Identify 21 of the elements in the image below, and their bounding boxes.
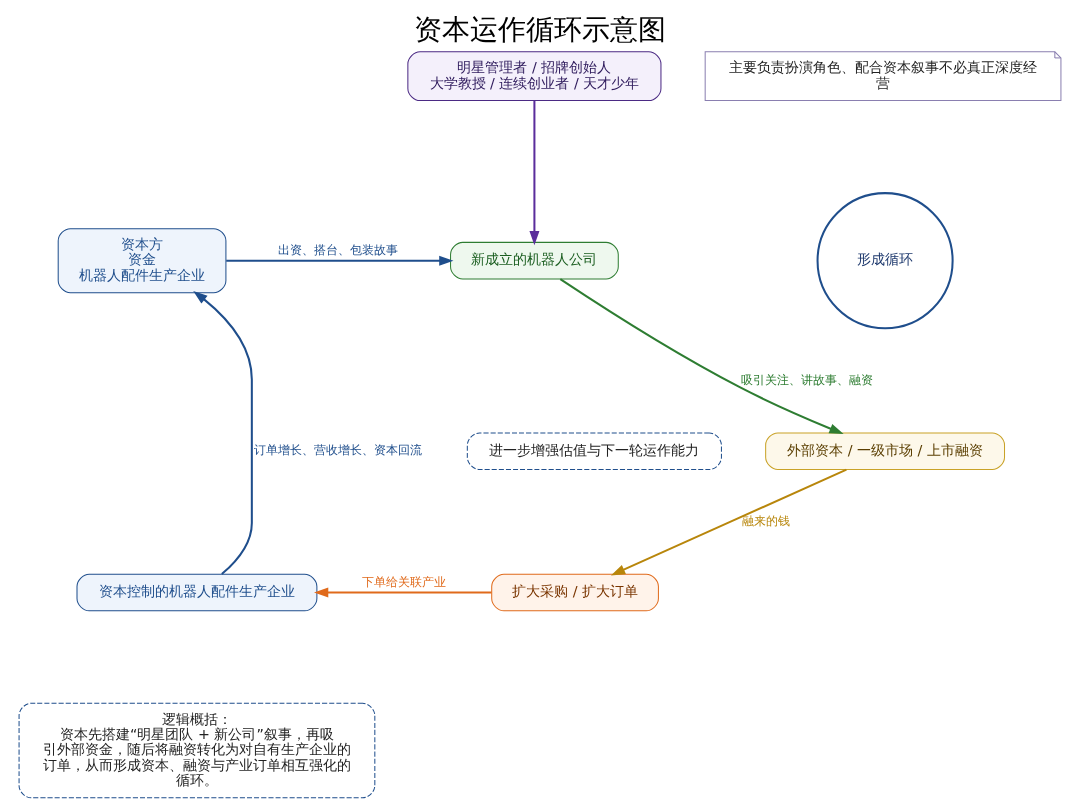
node-box: 扩大采购 / 扩大订单: [491, 573, 659, 612]
arrow: [226, 255, 454, 266]
arrow: [314, 587, 492, 598]
edge-label: 出资、搭台、包装故事: [278, 243, 399, 258]
arrow: [559, 278, 844, 435]
node-circle: 形成循环: [816, 192, 954, 330]
node-box: 逻辑概括： 资本先搭建“明星团队 + 新公司”叙事，再吸引外部资金，随后将融资转化为对自有生产企业的订单，从而形成资本、融资与产业订单相互强化的循环。: [18, 702, 376, 799]
node-box: 进一步增强估值与下一轮运作能力: [466, 432, 722, 470]
edge-label: 吸引关注、讲故事、融资: [741, 372, 874, 387]
arrow: [529, 100, 540, 246]
node-box: 外部资本 / 一级市场 / 上市融资: [765, 432, 1006, 470]
diagram-title: 资本运作循环示意图: [414, 13, 666, 46]
edge-label: 订单增长、营收增长、资本回流: [253, 443, 422, 458]
node-box: 资本控制的机器人配件生产企业: [76, 573, 318, 612]
edge-label: 下单给关联产业: [362, 575, 447, 589]
edge-label: 融来的钱: [741, 514, 790, 529]
node-box: 明星管理者 / 招牌创始人 大学教授 / 连续创业者 / 天才少年: [407, 51, 662, 102]
node-box: 新成立的机器人公司: [450, 241, 619, 280]
node-box: 资本方 资金 机器人配件生产企业: [57, 228, 227, 294]
arrow: [193, 290, 253, 575]
arrow: [610, 468, 847, 576]
